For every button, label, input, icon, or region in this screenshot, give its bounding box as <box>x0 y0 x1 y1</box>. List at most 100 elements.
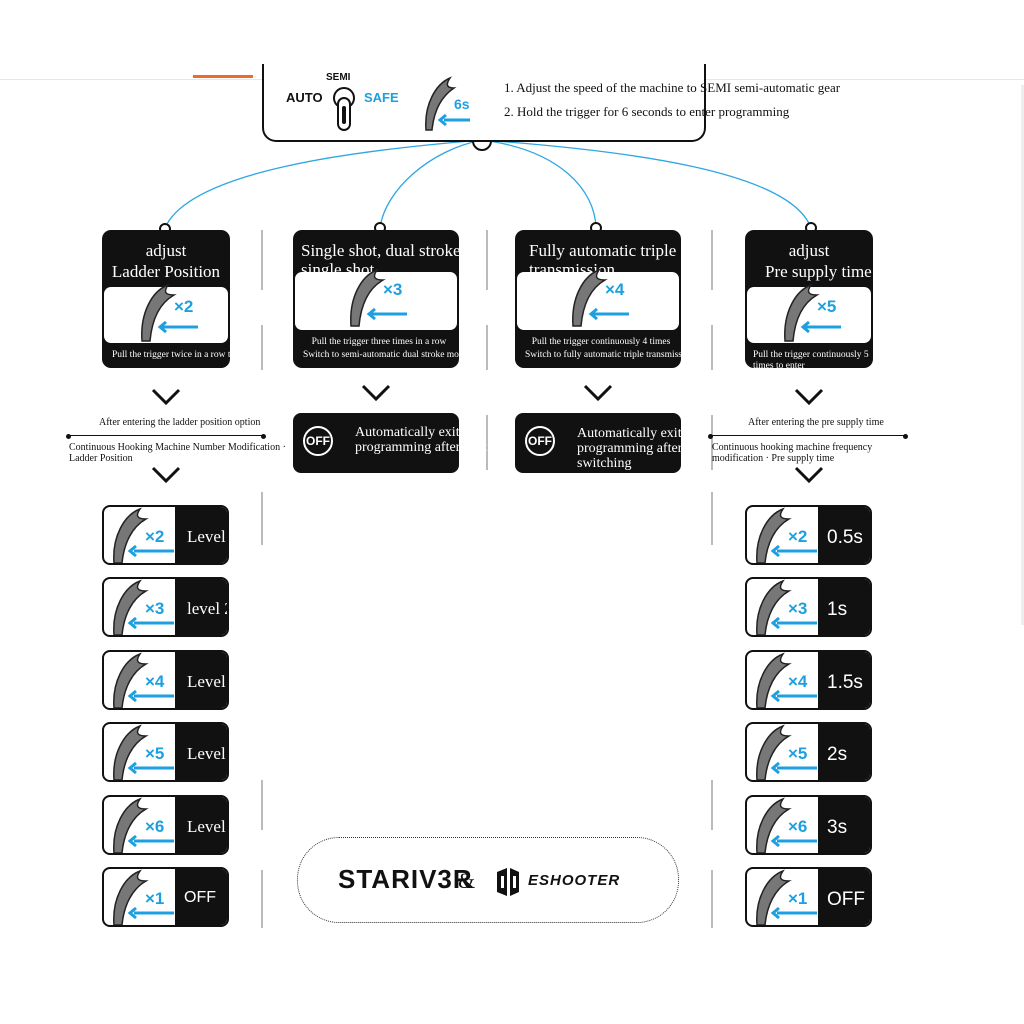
multiplier: ×3 <box>145 599 165 618</box>
option-label: Level 3 <box>187 672 227 691</box>
trigger-icon <box>756 507 817 563</box>
option-value-panel: level 2 <box>175 579 227 635</box>
divider-line <box>710 435 906 436</box>
trigger-icon <box>756 724 817 780</box>
option-button[interactable]: ×4 Level 3 <box>102 650 229 710</box>
ampersand: & <box>458 868 476 893</box>
option-button[interactable]: ×2 0.5s <box>745 505 872 565</box>
off-icon: OFF <box>525 426 555 456</box>
instruction-step-1: 1. Adjust the speed of the machine to SE… <box>504 80 841 95</box>
multiplier: ×2 <box>788 527 808 546</box>
brand-logo-banner: STARIV3R & ESHOOTER <box>297 837 679 923</box>
auto-label: AUTO <box>286 90 323 105</box>
arrow-left-icon <box>588 307 629 321</box>
auto-exit-line-2: programming after switching <box>355 440 519 455</box>
option-button[interactable]: ×4 1.5s <box>745 650 872 710</box>
card-title-1: adjust <box>788 241 830 260</box>
divider-dot <box>903 434 908 439</box>
auto-exit-line-1: Automatically exit <box>355 425 460 440</box>
arrow-left-icon <box>800 320 841 334</box>
auto-exit-line-3: switching <box>577 456 632 471</box>
trigger-icon <box>784 283 820 342</box>
card-fully-automatic[interactable]: Fully automatic triple transmission ×4 P… <box>515 230 681 368</box>
presupply-entry-text: After entering the pre supply time <box>748 417 884 428</box>
card-title-2: Ladder Position <box>111 262 221 281</box>
multiplier: ×1 <box>788 889 808 908</box>
option-value-panel: OFF <box>818 869 870 925</box>
card-note-2: Switch to fully automatic triple transmi… <box>525 350 681 360</box>
option-button[interactable]: ×3 level 2 <box>102 577 229 637</box>
ladder-mod-text-1: Continuous Hooking Machine Number Modifi… <box>69 442 286 453</box>
card-note: Pull the trigger twice in a row to enter <box>112 350 230 360</box>
card-note-2: Switch to semi-automatic dual stroke mod… <box>303 350 459 360</box>
multiplier: ×5 <box>817 297 837 316</box>
divider-line <box>68 435 264 436</box>
safe-label: SAFE <box>364 90 399 105</box>
brand-logo-starriver: STARIV3R <box>338 864 473 894</box>
option-value-panel: Level 4 <box>175 724 227 780</box>
arrow-left-icon <box>366 307 407 321</box>
trigger-icon <box>113 507 174 563</box>
option-value-panel: 3s <box>818 797 870 853</box>
presupply-mod-text-2: modification · Pre supply time <box>712 453 835 464</box>
trigger-icon <box>113 652 174 708</box>
ladder-entry-text: After entering the ladder position optio… <box>99 417 261 428</box>
option-label: Level 1 <box>187 527 227 546</box>
brand-logo-eshooter: ESHOOTER <box>528 872 621 889</box>
option-label: 1.5s <box>827 672 863 693</box>
card-note-1: Pull the trigger continuously 5 <box>753 350 869 360</box>
divider-dot <box>66 434 71 439</box>
card-note-1: Pull the trigger three times in a row <box>311 337 447 347</box>
option-value-panel: 0.5s <box>818 507 870 563</box>
option-value-panel: Level 3 <box>175 652 227 708</box>
option-label: 0.5s <box>827 527 863 548</box>
option-label: OFF <box>827 889 865 910</box>
multiplier: ×2 <box>174 297 194 316</box>
option-value-panel: 2s <box>818 724 870 780</box>
option-label: Level 5 <box>187 817 227 836</box>
off-icon: OFF <box>303 426 333 456</box>
trigger-icon <box>141 283 177 342</box>
card-pre-supply-time[interactable]: adjust Pre supply time ×5 Pull the trigg… <box>745 230 873 368</box>
option-label: 1s <box>827 599 848 620</box>
trigger-icon <box>756 579 817 635</box>
option-button[interactable]: ×1 OFF <box>745 867 872 927</box>
chevron-down-icon <box>794 466 824 484</box>
option-button[interactable]: ×5 2s <box>745 722 872 782</box>
trigger-icon <box>756 797 817 853</box>
trigger-panel: ×4 <box>517 268 679 330</box>
trigger-panel: ×3 <box>295 268 457 330</box>
divider-dot <box>261 434 266 439</box>
trigger-icon <box>572 268 608 327</box>
multiplier: ×3 <box>383 280 403 299</box>
active-tab-indicator <box>193 75 253 78</box>
option-value-panel: 1s <box>818 579 870 635</box>
scrollbar-track[interactable] <box>1021 85 1024 625</box>
card-ladder-position[interactable]: adjust Ladder Position ×2 Pull the trigg… <box>102 230 230 368</box>
card-title-1: Single shot, dual stroke <box>301 241 459 260</box>
multiplier: ×5 <box>145 744 165 763</box>
multiplier: ×4 <box>788 672 808 691</box>
trigger-icon <box>113 724 174 780</box>
trigger-panel: ×5 <box>747 283 871 343</box>
trigger-panel: ×2 <box>104 283 228 343</box>
multiplier: ×4 <box>145 672 165 691</box>
card-single-shot[interactable]: Single shot, dual stroke single shot ×3 … <box>293 230 459 368</box>
auto-exit-line-2: programming after <box>577 441 683 456</box>
multiplier: ×5 <box>788 744 808 763</box>
chevron-down-icon <box>794 388 824 406</box>
card-title-1: Fully automatic triple <box>529 241 677 260</box>
option-button[interactable]: ×5 Level 4 <box>102 722 229 782</box>
multiplier: ×4 <box>605 280 625 299</box>
hold-duration: 6s <box>454 96 470 112</box>
divider-dot <box>708 434 713 439</box>
trigger-icon <box>113 579 174 635</box>
option-value-panel: OFF <box>175 869 227 925</box>
card-title-1: adjust <box>145 241 187 260</box>
selector-switch-icon <box>333 87 355 131</box>
